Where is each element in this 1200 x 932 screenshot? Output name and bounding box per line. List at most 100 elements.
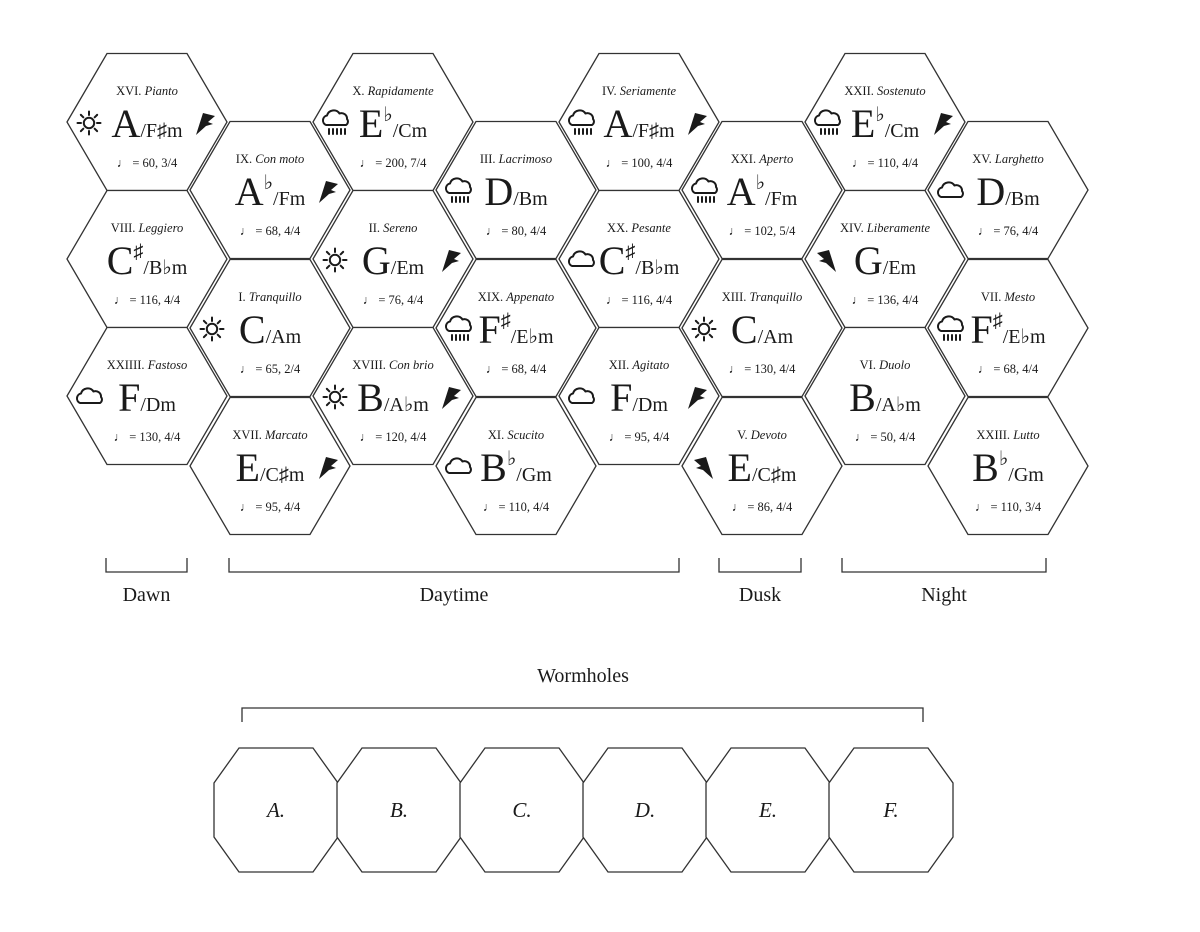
tile-key: E/C♯m xyxy=(728,445,797,490)
tile-tempo: ♩ = 110, 4/4 xyxy=(852,156,919,170)
wormhole-octagon xyxy=(705,747,831,873)
tile-heading: XVIII. Con brio xyxy=(352,358,434,372)
tile-key: B/A♭m xyxy=(849,375,921,420)
tile-tempo-word: Pesante xyxy=(630,221,671,235)
tile-numeral: XVI. xyxy=(116,84,144,98)
tile-root: F xyxy=(478,307,500,352)
tile-key: F♯/E♭m xyxy=(478,307,553,352)
tile-numeral: I. xyxy=(238,290,248,304)
tile-relative-key: /C♯m xyxy=(752,464,797,486)
wind-flag-icon xyxy=(694,457,713,479)
tile-hexagon xyxy=(435,120,597,260)
tile-accidental: ♭ xyxy=(264,172,273,194)
tile-root: A xyxy=(111,101,140,146)
cloud-icon xyxy=(567,250,595,267)
period-label: Dawn xyxy=(123,584,171,606)
tile-root: C xyxy=(599,238,626,283)
tile-hexagon xyxy=(66,326,228,466)
rain-cloud-icon xyxy=(444,315,472,341)
tile-tempo: ♩ = 100, 4/4 xyxy=(606,156,674,170)
tile-accidental: ♭ xyxy=(507,448,516,470)
tile-accidental: ♯ xyxy=(133,241,143,263)
tile-heading: XXIII. Lutto xyxy=(976,428,1039,442)
tile-tempo: ♩ = 200, 7/4 xyxy=(360,156,428,170)
tile-tempo: ♩ = 60, 3/4 xyxy=(117,156,178,170)
tile-tempo-word: Appenato xyxy=(505,290,554,304)
tile-root: G xyxy=(362,238,391,283)
tile-hexagon xyxy=(681,258,843,398)
period-bracket: Dusk xyxy=(718,558,802,606)
tile-hexagon xyxy=(189,396,351,536)
tile-accidental: ♭ xyxy=(756,172,765,194)
tile-relative-key: /C♯m xyxy=(260,464,305,486)
period-label: Daytime xyxy=(420,584,489,606)
wormholes-section: Wormholes A.B.C.D.E.F. xyxy=(213,665,954,873)
tile-root: E xyxy=(851,101,875,146)
tile-key: F/Dm xyxy=(118,375,176,420)
rain-cloud-icon xyxy=(690,177,718,203)
cloud-icon xyxy=(567,387,595,404)
period-label: Night xyxy=(921,584,967,606)
cloud-icon xyxy=(444,457,472,474)
rain-cloud-icon xyxy=(813,109,841,135)
tile-numeral: XIX. xyxy=(478,290,506,304)
tile-tempo-word: Sereno xyxy=(383,221,417,235)
tile-tempo-word: Fastoso xyxy=(147,358,188,372)
tile-root: E xyxy=(359,101,383,146)
tile-relative-key: /A♭m xyxy=(384,394,429,416)
wormhole-tile: B. xyxy=(336,747,462,873)
wormhole-label: F. xyxy=(882,798,898,822)
tile-numeral: XXI. xyxy=(731,152,759,166)
tile-key: B♭/Gm xyxy=(480,445,552,490)
tile-root: B xyxy=(480,445,507,490)
tile-accidental: ♭ xyxy=(383,104,392,126)
tile-key: A♭/Fm xyxy=(235,169,306,214)
tile-tempo: ♩ = 80, 4/4 xyxy=(486,224,547,238)
tile-relative-key: /Fm xyxy=(273,188,306,210)
tile-tempo-word: Seriamente xyxy=(620,84,677,98)
tile-tempo: ♩ = 116, 4/4 xyxy=(114,293,181,307)
wind-flag-icon xyxy=(817,250,836,272)
tile-root: E xyxy=(236,445,260,490)
tile-key: A♭/Fm xyxy=(727,169,798,214)
tile-hexagon xyxy=(435,396,597,536)
rain-cloud-icon xyxy=(567,109,595,135)
tile-tempo: ♩ = 50, 4/4 xyxy=(855,430,916,444)
tile-key: E♭/Cm xyxy=(851,101,920,146)
tile-tempo-word: Agitato xyxy=(631,358,669,372)
tile-root: F xyxy=(118,375,140,420)
tile-relative-key: /Em xyxy=(391,257,425,279)
wind-flag-icon xyxy=(934,113,953,135)
tile-root: C xyxy=(107,238,134,283)
wind-flag-icon xyxy=(196,113,215,135)
tile-relative-key: /Dm xyxy=(632,394,668,416)
tile-relative-key: /F♯m xyxy=(632,120,675,142)
tile-root: F xyxy=(610,375,632,420)
tile-root: C xyxy=(731,307,758,352)
tile-numeral: II. xyxy=(369,221,384,235)
tile-heading: XIX. Appenato xyxy=(478,290,554,304)
tile-heading: IX. Con moto xyxy=(236,152,304,166)
tile-relative-key: /Cm xyxy=(393,120,428,142)
tile-heading: V. Devoto xyxy=(737,428,787,442)
tile-accidental: ♯ xyxy=(501,310,511,332)
tile-key: C/Am xyxy=(239,307,302,352)
tile-numeral: VII. xyxy=(981,290,1005,304)
tile-relative-key: /F♯m xyxy=(140,120,183,142)
tile-heading: XVI. Pianto xyxy=(116,84,178,98)
tile-tempo-word: Scucito xyxy=(507,428,544,442)
wind-flag-icon xyxy=(442,387,461,409)
tile-tempo-word: Lacrimoso xyxy=(498,152,552,166)
tile-numeral: XXIIII. xyxy=(107,358,148,372)
tile-heading: XV. Larghetto xyxy=(972,152,1044,166)
